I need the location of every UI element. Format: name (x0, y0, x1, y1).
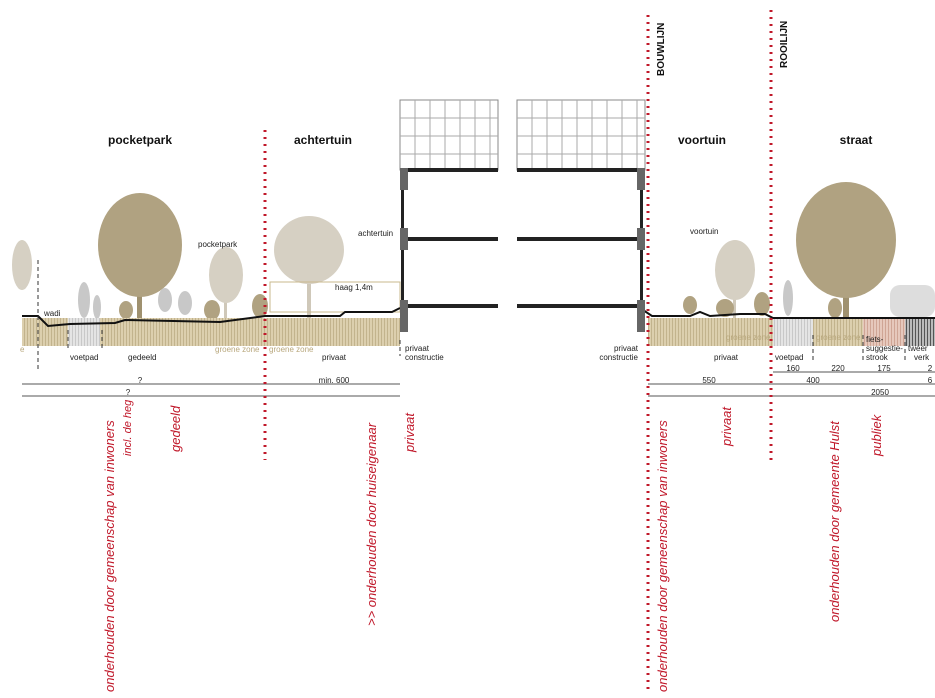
tree-straat (796, 182, 896, 318)
label-privaat-constructie: privaat (614, 344, 639, 353)
bouwlijn-label: BOUWLIJN (656, 23, 667, 76)
zone-voortuin: voortuin (678, 133, 726, 147)
tree-achtertuin (274, 216, 344, 318)
label-tweerichtingsverkeer: verk (914, 353, 930, 362)
dimension: 175 (877, 364, 891, 373)
label-groene-zone: groene zone (269, 345, 314, 354)
dimension: 2050 (871, 388, 889, 397)
tree-edge (12, 240, 32, 290)
maintenance-label: >> onderhouden door huiseigenaar (364, 422, 379, 626)
dimension: ? (138, 376, 143, 385)
ground-line-right (639, 307, 935, 319)
boundary-lines (263, 10, 773, 690)
dimension: ? (126, 388, 131, 397)
zone-pocketpark: pocketpark (108, 133, 172, 147)
ground-line-left (22, 307, 401, 328)
label-voortuin: voortuin (690, 227, 718, 236)
label-groene-zone: groene zone (215, 345, 260, 354)
label-privaat: privaat (322, 353, 347, 362)
maintenance-label: onderhouden door gemeenschap van inwoner… (102, 420, 117, 692)
label-wadi: wadi (43, 309, 61, 318)
road-band (905, 318, 935, 346)
groene-zone-band (813, 318, 863, 346)
voetpad-band-right (773, 318, 813, 346)
label-pocketpark: pocketpark (198, 240, 238, 249)
maintenance-label: gedeeld (168, 405, 183, 452)
label-privaat: privaat (714, 353, 739, 362)
maintenance-label: onderhouden door gemeenschap van inwoner… (655, 420, 670, 692)
dimension: 400 (806, 376, 820, 385)
label-fietssuggestiestrook: fiets- (866, 335, 884, 344)
maintenance-label: privaat (402, 412, 417, 453)
hedge-outline (269, 281, 401, 313)
soil-voortuin (648, 318, 773, 346)
dimension: 220 (831, 364, 845, 373)
building-section (399, 99, 646, 332)
fiets-band (863, 318, 905, 346)
dimension-lines (22, 371, 935, 397)
rooilijn-label: ROOILIJN (779, 21, 790, 68)
tree-voortuin (715, 240, 755, 318)
car (890, 285, 935, 317)
label-achtertuin: achtertuin (358, 229, 393, 238)
voetpad-band (68, 318, 100, 346)
dimension: 6 (928, 376, 933, 385)
label-groene-zone: groene zone (726, 333, 771, 342)
label-edge: e (20, 345, 25, 354)
zone-achtertuin: achtertuin (294, 133, 352, 147)
people-silhouettes (78, 280, 793, 319)
label-privaat-constructie: constructie (599, 353, 638, 362)
maintenance-label: publiek (869, 413, 884, 457)
label-fietssuggestiestrook: strook (866, 353, 889, 362)
label-fietssuggestiestrook: suggestie- (866, 344, 903, 353)
label-groene-zone: groene zone (816, 333, 861, 342)
shrubs (119, 292, 842, 320)
maintenance-label: privaat (719, 406, 734, 447)
zone-dividers (37, 260, 906, 372)
dimension: 550 (702, 376, 716, 385)
label-voetpad: voetpad (70, 353, 98, 362)
maintenance-label: onderhouden door gemeente Hulst (827, 420, 842, 622)
label-gedeeld: gedeeld (128, 353, 156, 362)
maintenance-label: incl. de heg (122, 399, 134, 456)
label-privaat-constructie: privaat (405, 344, 430, 353)
tree-small-pocketpark (209, 247, 243, 318)
dimension: 160 (786, 364, 800, 373)
label-voetpad: voetpad (775, 353, 803, 362)
label-tweerichtingsverkeer: tweer (908, 344, 928, 353)
zone-straat: straat (840, 133, 873, 147)
tree-pocketpark (98, 193, 182, 320)
label-privaat-constructie: constructie (405, 353, 444, 362)
label-haag: haag 1,4m (335, 283, 373, 292)
dimension: 2 (928, 364, 933, 373)
dimension: min. 600 (319, 376, 350, 385)
